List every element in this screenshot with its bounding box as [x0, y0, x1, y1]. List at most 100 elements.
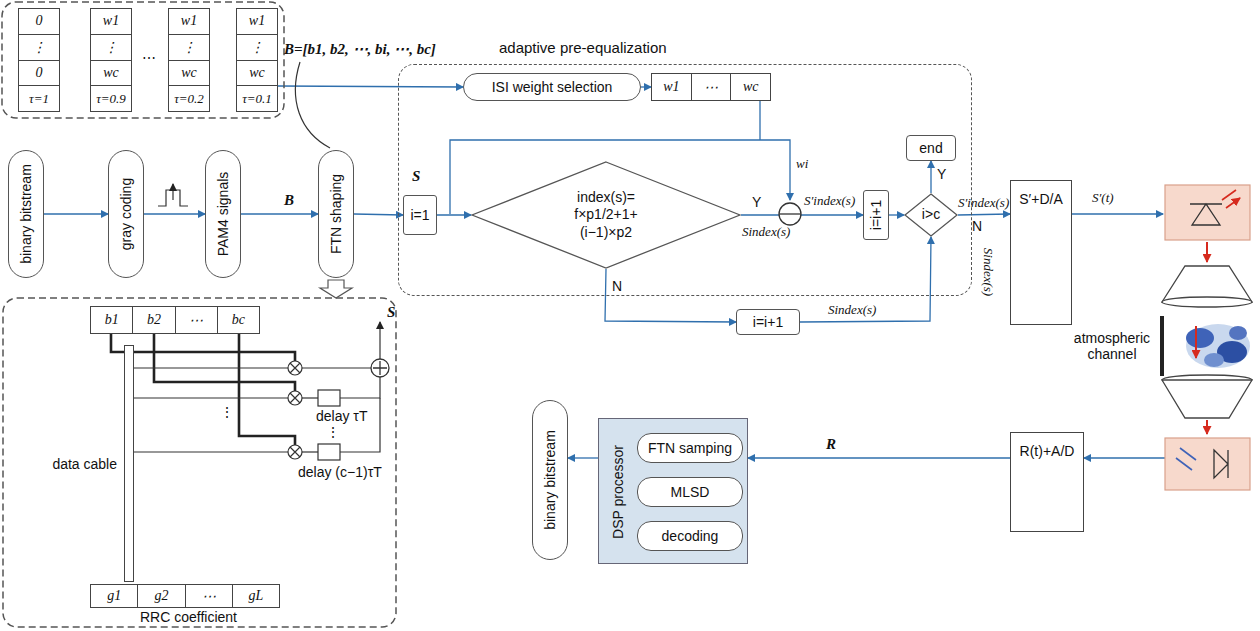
col-node: w1⋮wcτ=0.1	[236, 8, 278, 112]
dia-node: index(s)= f×p1/2+1+ (i−1)×p2	[471, 161, 741, 269]
vpill-node: PAM4 signals	[205, 150, 241, 278]
node-text: i>c	[922, 206, 940, 224]
subtract-symbol	[779, 203, 801, 225]
wire	[302, 451, 318, 452]
decision-diamond	[472, 162, 740, 268]
flow-arrow	[437, 214, 471, 215]
text-label: Sindex(s)	[828, 302, 876, 318]
col-node: w1⋮wcτ=0.9	[90, 8, 132, 112]
adder-symbol	[373, 361, 387, 375]
box-node: end	[906, 135, 956, 161]
telescope	[1162, 297, 1252, 307]
tall-node: R(t)+A/D	[1010, 432, 1084, 532]
node-text: end	[919, 140, 942, 156]
tall-node: S′+D/A	[1010, 180, 1072, 325]
turbulence-image	[1186, 324, 1250, 368]
flow-arrow	[741, 214, 863, 215]
vbox-node: i=1	[403, 195, 437, 235]
vpill-node: gray coding	[108, 150, 144, 278]
table-cell: w1	[91, 9, 131, 35]
table-cell: wc	[169, 61, 209, 87]
text-label: S′index(s)	[804, 193, 855, 209]
text-label: S′(t)	[1092, 190, 1114, 206]
wire	[379, 322, 380, 359]
text-label: RRC coefficient	[140, 609, 237, 625]
text-label: S′index(s)	[958, 195, 1009, 211]
turbulence-image	[1186, 324, 1250, 368]
multiplier-symbol	[288, 391, 302, 405]
node-text: S′+D/A	[1019, 191, 1062, 207]
wire	[340, 377, 380, 398]
group-outline	[2, 2, 396, 627]
table-cell: wc	[237, 61, 277, 87]
wire	[302, 367, 371, 368]
text-label: B=[b1, b2, ⋯, bi, ⋯, bc]	[284, 40, 436, 58]
channel-bar	[1160, 316, 1164, 376]
photodiode-receiver	[1206, 420, 1208, 434]
pill-node: FTN samping	[637, 433, 743, 463]
node-text: i=1	[410, 207, 429, 223]
thin-node: data cable	[124, 345, 134, 582]
row-node: b1b2⋯bc	[90, 306, 260, 334]
region-node: adaptive pre-equalizationISI weight sele…	[398, 64, 972, 296]
wire	[134, 322, 380, 452]
multiplier-symbol	[290, 363, 300, 373]
table-cell: τ=1	[19, 86, 59, 111]
vpill-node: binary bitstream	[8, 150, 44, 278]
table-cell: gL	[233, 585, 279, 607]
multiplier-symbol	[290, 393, 300, 403]
flow-arrow	[930, 161, 931, 193]
text-label: ⋮	[326, 424, 340, 440]
row-node: w1⋯wc	[651, 73, 771, 101]
table-cell: wc	[91, 61, 131, 87]
node-text: PAM4 signals	[215, 172, 231, 257]
text-label: ⋮	[220, 404, 234, 420]
text-label: delay τT	[316, 408, 367, 424]
signal-line	[1072, 213, 1163, 214]
hollow-arrow	[320, 280, 352, 298]
wire	[302, 397, 318, 398]
delay-box	[318, 444, 340, 460]
table-cell: ⋯	[176, 307, 218, 333]
flow-arrow	[354, 214, 403, 215]
adder-symbol	[371, 359, 389, 377]
node-text: DSP processor	[610, 445, 626, 539]
flow-arrow	[641, 86, 651, 87]
pulse-symbol	[172, 184, 173, 200]
node-text: binary bitstream	[542, 430, 558, 530]
text-label: N	[612, 278, 622, 294]
telescope	[1162, 266, 1252, 418]
bus-line	[111, 334, 295, 361]
subtract-symbol	[779, 203, 801, 225]
turbulence-image	[1229, 326, 1247, 340]
table-cell: ⋮	[91, 35, 131, 61]
flow-arrow	[800, 237, 931, 322]
multiplier-symbol	[288, 445, 302, 459]
flow-arrow	[958, 214, 1010, 215]
photodiode-receiver	[1214, 450, 1228, 478]
laser-transmitter	[1190, 204, 1222, 225]
adder-symbol	[371, 359, 389, 377]
laser-transmitter	[1222, 190, 1240, 208]
node-text: binary bitstream	[18, 164, 34, 264]
table-cell: bc	[218, 307, 259, 333]
pill-node: decoding	[637, 521, 743, 551]
telescope	[1162, 380, 1252, 418]
wire	[134, 397, 288, 398]
laser-transmitter	[1165, 185, 1250, 240]
text-label: S	[412, 168, 420, 185]
dia-node: i>c	[904, 193, 958, 237]
decision-diamond	[905, 194, 957, 236]
delay-box	[318, 390, 340, 406]
photodiode-receiver	[1165, 438, 1250, 490]
table-cell: 0	[19, 61, 59, 87]
table-cell: w1	[652, 74, 692, 100]
table-cell: b2	[133, 307, 175, 333]
wire	[340, 398, 380, 452]
table-cell: ⋯	[186, 585, 233, 607]
node-text: MLSD	[671, 484, 710, 500]
group-outline	[2, 2, 284, 118]
table-cell: τ=0.9	[91, 86, 131, 111]
text-label: R	[826, 436, 836, 453]
